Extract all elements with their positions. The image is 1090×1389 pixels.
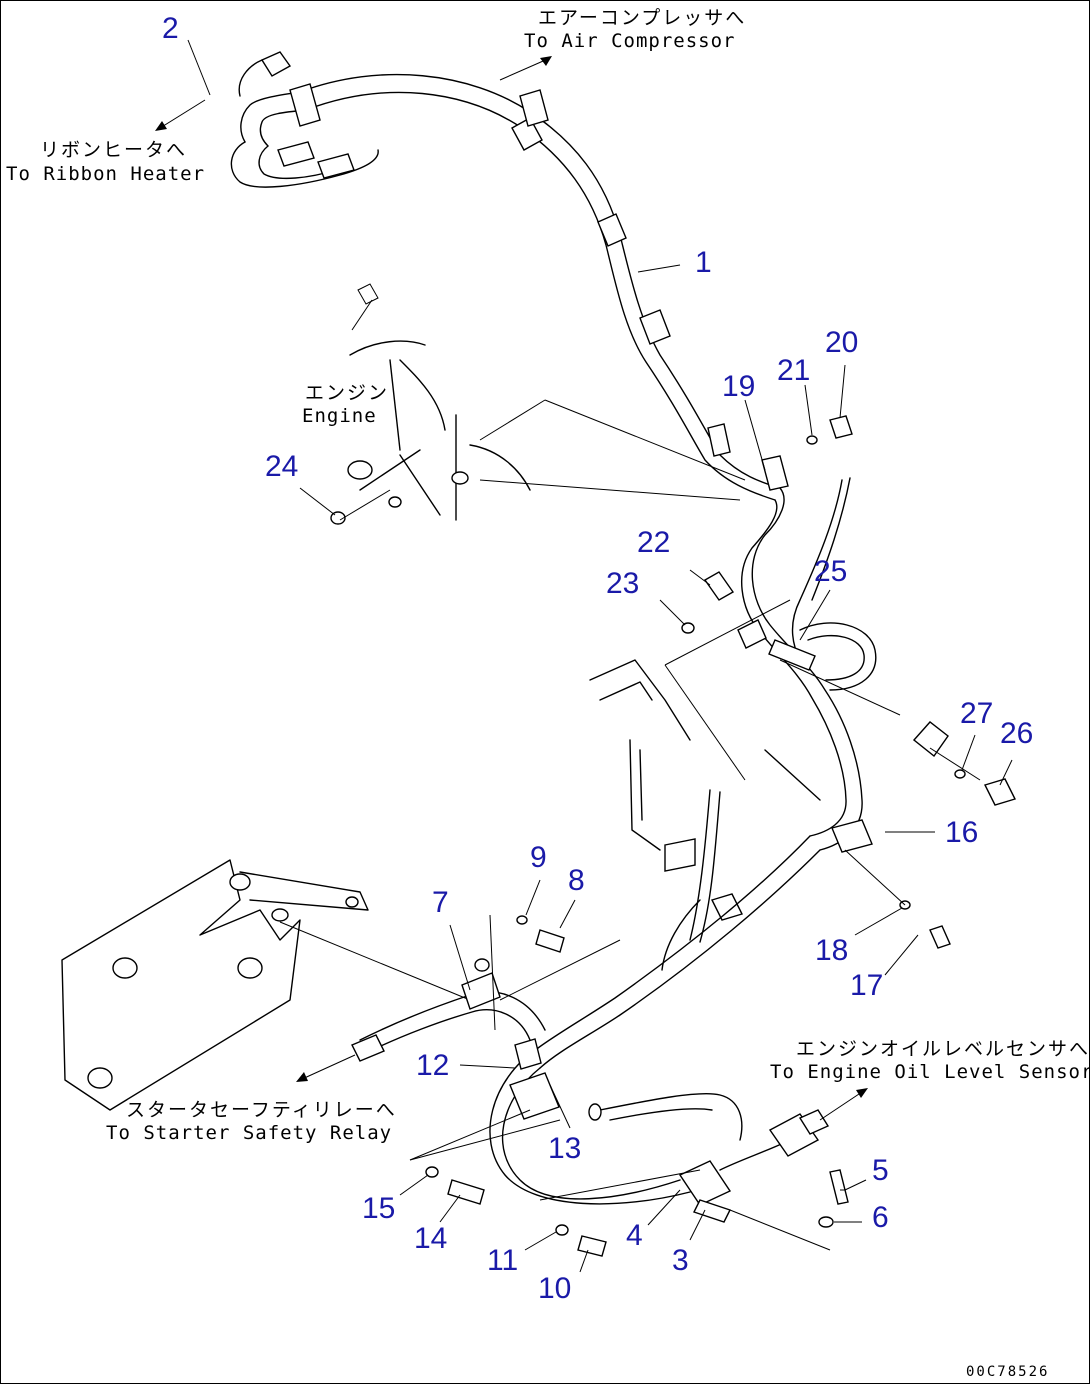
note-engine-en: Engine: [302, 405, 377, 427]
starter-lead: [351, 914, 621, 1062]
callout-19: 19: [722, 370, 755, 403]
note-ribbon-heater-jp: リボンヒータへ: [40, 139, 187, 161]
callout-6: 6: [872, 1201, 889, 1234]
callout-13: 13: [548, 1132, 581, 1165]
callout-11: 11: [487, 1244, 518, 1277]
ribbon-heater-branch: [230, 51, 379, 188]
callout-22: 22: [637, 526, 670, 559]
callout-12: 12: [416, 1049, 449, 1082]
note-engine-jp: エンジン: [305, 382, 389, 404]
note-air-compressor-jp: エアーコンプレッサへ: [538, 7, 746, 29]
note-oil-sensor-jp: エンジンオイルレベルセンサへ: [796, 1038, 1090, 1060]
callout-1: 1: [695, 246, 712, 279]
callout-labels: 1 2 3 4 5 6 7 8 9 10 11 12 13 14 15 16 1…: [162, 12, 1033, 1305]
callout-15: 15: [362, 1192, 395, 1225]
mounting-bracket: [589, 659, 821, 971]
leader-lines: [187, 39, 1013, 1273]
callout-5: 5: [872, 1154, 889, 1187]
callout-14: 14: [414, 1222, 447, 1255]
callout-24: 24: [265, 450, 298, 483]
callout-8: 8: [568, 864, 585, 897]
plate-bracket: [61, 859, 471, 1111]
callout-2: 2: [162, 12, 179, 45]
note-ribbon-heater-en: To Ribbon Heater: [6, 163, 205, 185]
callout-16: 16: [945, 816, 978, 849]
callout-18: 18: [815, 934, 848, 967]
callout-27: 27: [960, 697, 993, 730]
callout-9: 9: [530, 841, 547, 874]
destination-notes: エアーコンプレッサへ To Air Compressor リボンヒータへ To …: [6, 7, 1090, 1144]
callout-26: 26: [1000, 717, 1033, 750]
direction-arrows: [155, 56, 868, 1121]
callout-10: 10: [538, 1272, 571, 1305]
callout-20: 20: [825, 326, 858, 359]
note-starter-relay-jp: スタータセーフティリレーへ: [126, 1099, 397, 1121]
callout-17: 17: [850, 969, 883, 1002]
callout-25: 25: [814, 555, 847, 588]
note-starter-relay-en: To Starter Safety Relay: [106, 1122, 392, 1144]
engine-detail: [330, 283, 746, 525]
callout-4: 4: [626, 1219, 643, 1252]
note-oil-sensor-en: To Engine Oil Level Sensor: [770, 1061, 1090, 1083]
callout-21: 21: [777, 354, 810, 387]
document-id: 00C78526: [966, 1364, 1049, 1380]
callout-23: 23: [606, 567, 639, 600]
lower-harness: [409, 835, 849, 1257]
center-harness: [664, 415, 1016, 949]
callout-3: 3: [672, 1244, 689, 1277]
callout-7: 7: [432, 886, 449, 919]
main-harness: [299, 73, 789, 501]
note-air-compressor-en: To Air Compressor: [524, 30, 735, 52]
